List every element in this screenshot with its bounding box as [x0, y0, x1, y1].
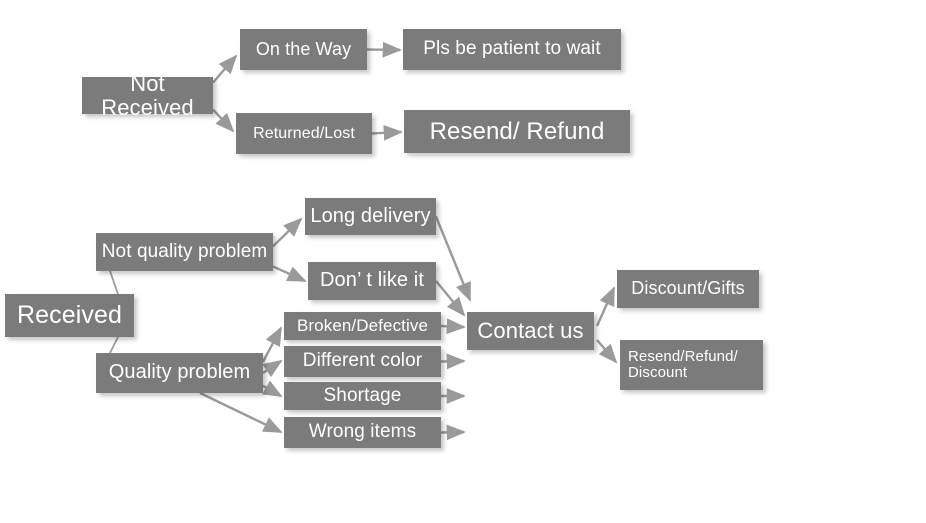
node-not-received[interactable]: Not Received: [82, 71, 213, 119]
node-contact-us[interactable]: Contact us: [467, 312, 594, 350]
edge-quality-to-broken: [261, 326, 283, 363]
edge-received-to-quality: [109, 336, 119, 354]
node-pls-be-patient[interactable]: Pls be patient to wait: [403, 29, 621, 70]
edge-quality-to-differentcolor: [262, 359, 283, 378]
node-resend-refund-discount[interactable]: Resend/Refund/ Discount: [620, 340, 763, 390]
node-different-color[interactable]: Different color: [284, 346, 441, 377]
node-received[interactable]: Received: [5, 294, 134, 337]
node-quality[interactable]: Quality problem: [96, 353, 263, 393]
node-wrong-items[interactable]: Wrong items: [284, 417, 441, 448]
edge-notreceived-to-returnedlost: [212, 108, 235, 133]
edge-contactus-to-discountgifts: [595, 286, 616, 327]
node-resend-refund[interactable]: Resend/ Refund: [404, 110, 630, 153]
edge-ontheway-to-plspatient: [366, 41, 402, 58]
edge-notreceived-to-ontheway: [212, 54, 238, 84]
edge-wrongitems-to-contactus: [440, 424, 466, 441]
node-shortage[interactable]: Shortage: [284, 382, 441, 410]
node-broken-defective[interactable]: Broken/Defective: [284, 312, 441, 340]
edge-differentcolor-to-contactus: [440, 353, 466, 370]
edge-quality-to-wrongitems: [199, 391, 283, 434]
edge-returnedlost-to-resendrefund: [371, 124, 403, 141]
node-dont-like-it[interactable]: Don’ t like it: [308, 262, 436, 300]
node-discount-gifts[interactable]: Discount/Gifts: [617, 270, 759, 308]
edge-longdelivery-to-contactus: [434, 216, 472, 302]
node-returned-lost[interactable]: Returned/Lost: [236, 113, 372, 154]
edge-quality-to-shortage: [262, 380, 283, 398]
edge-notquality-to-longdelivery: [272, 217, 303, 248]
edge-contactus-to-resendrefunddiscount: [596, 339, 618, 364]
edge-broken-to-contactus: [440, 318, 466, 335]
edge-received-to-notquality: [109, 270, 119, 295]
edge-dontlikeit-to-contactus: [435, 280, 466, 317]
node-not-quality[interactable]: Not quality problem: [96, 233, 273, 271]
node-on-the-way[interactable]: On the Way: [240, 29, 367, 70]
node-long-delivery[interactable]: Long delivery: [305, 198, 436, 235]
edge-notquality-to-dontlikeit: [272, 265, 307, 283]
